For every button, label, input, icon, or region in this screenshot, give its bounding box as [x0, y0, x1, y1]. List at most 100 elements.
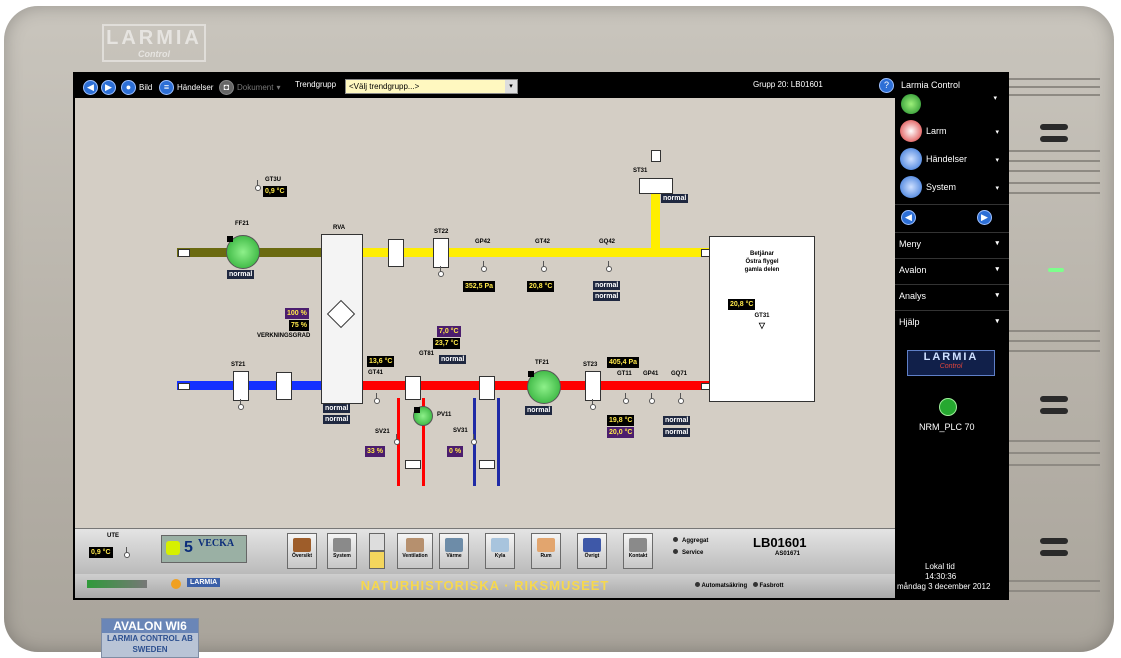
help-icon: ?	[879, 78, 894, 93]
damper-sensor	[589, 399, 597, 410]
damper-st22[interactable]	[433, 238, 449, 268]
clock-time: 14:30:36	[925, 572, 957, 581]
damper-st31[interactable]	[639, 178, 673, 194]
nav-system-button[interactable]: System	[327, 533, 357, 569]
partner-logo-icon	[87, 580, 147, 588]
pump-pv11-icon[interactable]	[413, 406, 433, 426]
nav-kontakt-button[interactable]: Kontakt	[623, 533, 653, 569]
valve-sv31-icon[interactable]	[470, 434, 478, 445]
valve-icon	[479, 460, 495, 469]
supply-fan-icon[interactable]	[527, 370, 561, 404]
footer-logo: LARMIA	[187, 578, 221, 587]
info-icon	[900, 176, 922, 198]
menu-meny[interactable]: Meny▾	[895, 232, 1009, 257]
nav-ventilation-button[interactable]: Ventilation	[397, 533, 433, 569]
air-quality-sensor	[677, 393, 685, 404]
forward-button[interactable]: ▶	[101, 80, 116, 95]
status-dot-icon	[695, 582, 700, 587]
trendgrupp-select[interactable]: <Välj trendgrupp...>▾	[345, 79, 518, 94]
menu-avalon[interactable]: Avalon▾	[895, 258, 1009, 283]
nav-kyla-button[interactable]: Kyla	[485, 533, 515, 569]
ventilation-icon	[406, 538, 424, 552]
sidebar-nav: ◀ ▶	[895, 204, 1009, 229]
chevron-down-icon: ▾	[995, 266, 999, 273]
bottom-navigation-bar: UTE 0,9 °C 5 VECKA Översikt System Venti…	[75, 528, 896, 575]
chevron-down-icon: ▾	[995, 129, 999, 136]
valve-sv21-icon[interactable]	[393, 434, 401, 445]
duct-end	[178, 249, 190, 257]
speaker-slot	[1040, 136, 1068, 142]
week-panel: 5 VECKA	[161, 535, 247, 563]
group-title: Grupp 20: LB01601	[753, 80, 823, 89]
extract-fan-icon[interactable]	[226, 235, 260, 269]
room-icon	[537, 538, 555, 552]
heating-pipe	[422, 398, 425, 486]
notes-icon[interactable]	[369, 533, 385, 551]
sidebar-back-button[interactable]: ◀	[901, 210, 916, 225]
damper-sensor	[237, 399, 245, 410]
help-button[interactable]: ?	[879, 78, 894, 93]
bild-button[interactable]: ●Bild	[121, 80, 152, 95]
outdoor-sensor-icon	[123, 547, 131, 558]
document-icon: ◘	[219, 80, 234, 95]
menu-analys[interactable]: Analys▾	[895, 284, 1009, 309]
unit-title: LB01601	[753, 535, 807, 550]
chevron-down-icon: ▾	[276, 83, 281, 92]
heating-coil[interactable]	[405, 376, 421, 400]
room-sensor-icon: ▽	[758, 321, 766, 330]
duct-end	[178, 383, 190, 390]
pressure-sensor	[648, 393, 656, 404]
outdoor-temperature-sensor	[254, 180, 262, 191]
dokument-button[interactable]: ◘Dokument▾	[219, 80, 280, 95]
nav-oversikt-button[interactable]: Översikt	[287, 533, 317, 569]
clock-date: måndag 3 december 2012	[897, 582, 991, 591]
plc-status-icon[interactable]	[939, 398, 957, 416]
aggregat-status: Aggregat	[673, 537, 708, 544]
nav-ovrigt-button[interactable]: Övrigt	[577, 533, 607, 569]
nav-rum-button[interactable]: Rum	[531, 533, 561, 569]
gt3u-value: 0,9 °C	[263, 186, 287, 197]
service-status: Service	[673, 549, 703, 556]
sun-icon	[171, 579, 181, 589]
sidebar-item-system[interactable]: System	[900, 176, 956, 198]
speaker-slot	[1040, 396, 1068, 402]
speaker-slot	[1040, 538, 1068, 544]
ute-temperature: 0,9 °C	[89, 547, 113, 558]
chevron-down-icon: ▾	[995, 240, 999, 247]
cooling-coil[interactable]	[479, 376, 495, 400]
chevron-down-icon: ▾	[995, 318, 999, 325]
folder-icon[interactable]	[369, 551, 385, 569]
status-dot-icon	[673, 537, 678, 542]
back-button[interactable]: ◀	[83, 80, 98, 95]
chevron-down-icon: ▾	[505, 80, 517, 93]
image-icon: ●	[121, 80, 136, 95]
plc-name: NRM_PLC 70	[919, 422, 975, 432]
served-area-box: Betjänar Östra flygel gamla delen 20,8 °…	[709, 236, 815, 402]
damper-st21[interactable]	[233, 371, 249, 401]
wrench-icon[interactable]	[901, 94, 921, 114]
overview-icon	[293, 538, 311, 552]
contact-icon	[629, 538, 647, 552]
alarm-icon	[900, 120, 922, 142]
footer-bar: LARMIA NATURHISTORISKA · RIKSMUSEET Auto…	[75, 574, 896, 598]
arrow-right-icon: ▶	[101, 80, 116, 95]
chevron-down-icon: ▾	[993, 95, 997, 102]
temperature-sensor	[373, 393, 381, 404]
filter-icon	[388, 239, 404, 267]
top-toolbar: ◀ ▶ ●Bild ≡Händelser ◘Dokument▾ Trendgru…	[75, 74, 895, 98]
cooling-pipe	[497, 398, 500, 486]
sidebar-item-handelser[interactable]: Händelser	[900, 148, 967, 170]
air-quality-sensor	[605, 261, 613, 272]
sidebar-item-larm[interactable]: Larm	[900, 120, 947, 142]
damper-st23[interactable]	[585, 371, 601, 401]
chevron-down-icon: ▾	[995, 157, 999, 164]
sidebar-forward-button[interactable]: ▶	[977, 210, 992, 225]
sidebar-title: Larmia Control	[901, 80, 961, 90]
handelser-button[interactable]: ≡Händelser	[159, 80, 213, 95]
events-icon	[900, 148, 922, 170]
menu-hjalp[interactable]: Hjälp▾	[895, 310, 1009, 335]
speaker-slot	[1040, 550, 1068, 556]
process-diagram: GT3U 0,9 °C FF21 normal RVA normal norma…	[75, 98, 896, 528]
nav-varme-button[interactable]: Värme	[439, 533, 469, 569]
supply-branch-duct	[651, 192, 660, 252]
